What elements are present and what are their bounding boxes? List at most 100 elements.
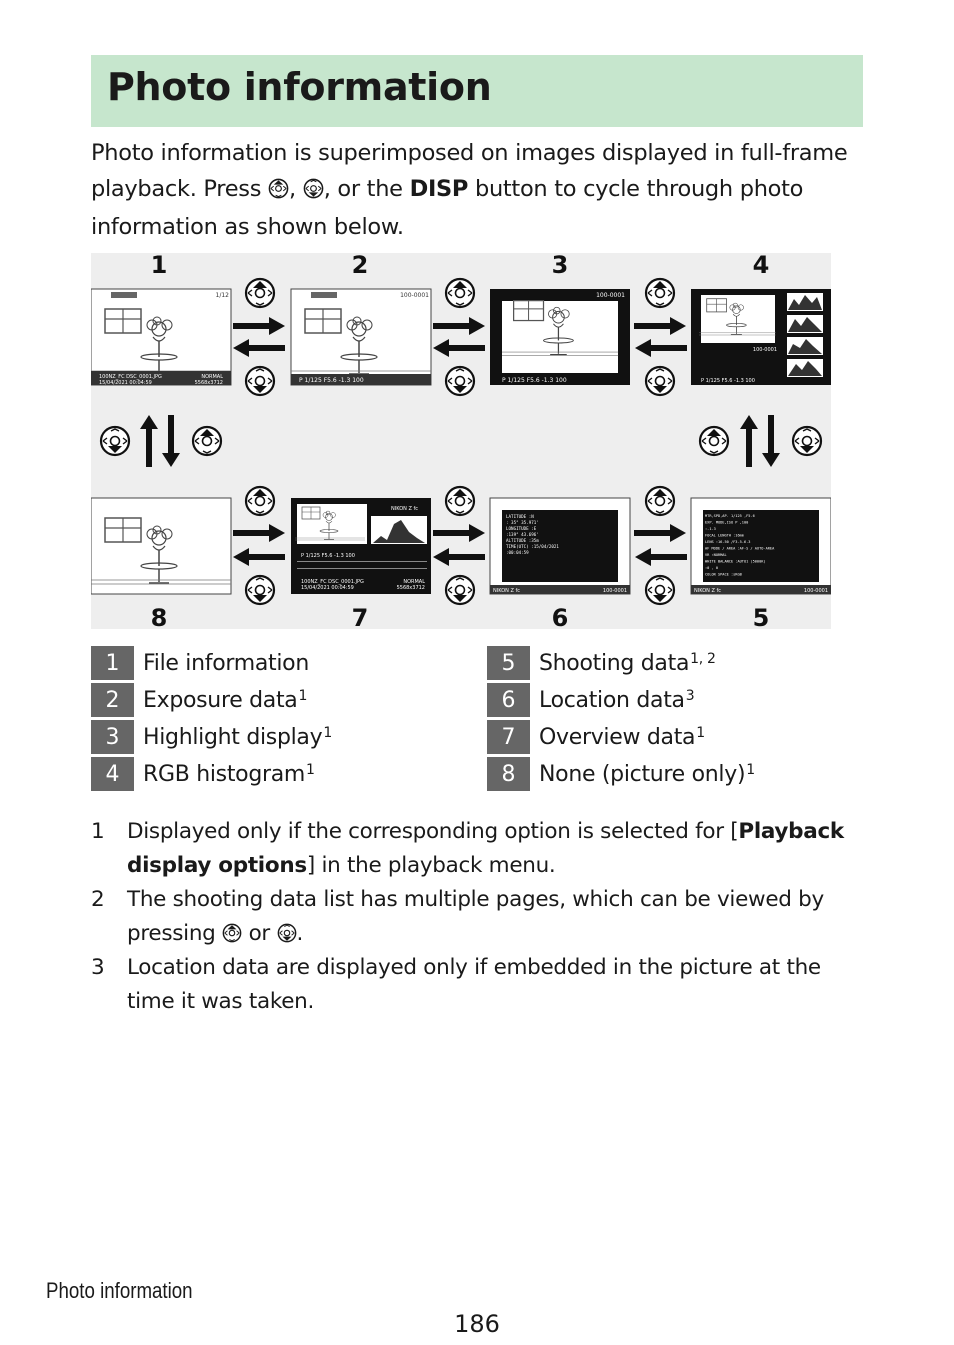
arrow-7-to-6 — [433, 524, 485, 542]
screen-text-line: FOCAL LENGTH :16mm — [705, 534, 744, 538]
screen-1-file-info: 1/12 100NZ_FC DSC_0001.JPG 15/04/2021 00… — [91, 288, 232, 386]
intro-text-2: , — [288, 175, 303, 202]
footnote-text: . — [296, 921, 304, 946]
multi-selector-down-icon — [791, 425, 823, 457]
legend-number: 4 — [91, 757, 134, 791]
legend-footnote-ref: 1 — [746, 761, 755, 778]
multi-selector-down-icon — [244, 574, 276, 606]
footnote-number: 2 — [91, 887, 105, 912]
legend-item: 1 File information — [91, 646, 310, 680]
multi-selector-up-icon — [244, 277, 276, 309]
multi-selector-down-icon — [444, 365, 476, 397]
multi-selector-down-icon — [444, 574, 476, 606]
multi-selector-up-icon — [191, 425, 223, 457]
screen-number-1: 1 — [151, 253, 168, 279]
footnote-number: 1 — [91, 819, 105, 844]
screen-4-rgb-histogram: 100-0001 P 1/125 F5.6 -1.3 100 — [691, 289, 831, 385]
footnote-1: 1 Displayed only if the corresponding op… — [91, 815, 866, 883]
s2-exposure: P 1/125 F5.6 -1.3 100 — [299, 377, 364, 384]
screen-text-line: TIME(UTC) :15/04/2021 — [506, 544, 559, 549]
legend-footnote-ref: 1 — [306, 761, 315, 778]
playback-display-options-link: Playback display options — [127, 819, 844, 878]
s6-camera: NIKON Z fc — [493, 588, 520, 594]
legend-label: Location data — [539, 687, 685, 713]
multi-selector-down-icon — [277, 920, 297, 954]
legend-number: 3 — [91, 720, 134, 754]
footnote-3: 3 Location data are displayed only if em… — [91, 951, 866, 1019]
screen-number-4: 4 — [753, 253, 770, 279]
footnote-text: Displayed only if the corresponding opti… — [127, 819, 739, 844]
s2-folder: 100-0001 — [400, 292, 429, 299]
screen-7-overview: NIKON Z fc P 1/125 F5.6 -1.3 100 100NZ_F… — [291, 498, 431, 594]
footer-section-title: Photo information — [46, 1278, 193, 1303]
intro-paragraph: Photo information is superimposed on ima… — [91, 136, 861, 246]
screen-number-3: 3 — [552, 253, 569, 279]
s7-size: 5568x3712 — [397, 585, 425, 591]
arrow-7-to-8 — [233, 548, 285, 566]
screen-number-6: 6 — [552, 604, 569, 629]
arrow-2-to-1 — [233, 339, 285, 357]
arrow-5-to-4 — [740, 415, 758, 467]
multi-selector-down-icon — [303, 175, 324, 211]
arrow-1-to-2 — [233, 317, 285, 335]
legend-label: None (picture only) — [539, 761, 746, 787]
multi-selector-down-icon — [99, 425, 131, 457]
s1-frame-count: 1/12 — [216, 292, 230, 299]
s3-folder: 100-0001 — [596, 292, 625, 299]
s6-location-lines: LATITUDE :N : 35° 35.971'LONGITUDE :E :1… — [506, 514, 559, 555]
s1-date: 15/04/2021 00:04:59 — [99, 380, 152, 386]
s7-filename: 100NZ_FC DSC_0001.JPG — [301, 579, 364, 585]
s3-exposure: P 1/125 F5.6 -1.3 100 — [502, 377, 567, 384]
footnote-number: 3 — [91, 955, 105, 980]
screen-text-line: EXP. MODE,ISO P ,100 — [705, 521, 748, 525]
screen-text-line: COLOR SPACE :sRGB — [705, 573, 742, 577]
arrow-4-to-3 — [635, 339, 687, 357]
screen-text-line: :-1.3 — [705, 527, 716, 531]
footnote-text: The shooting data list has multiple page… — [127, 887, 824, 946]
s1-filename: 100NZ_FC DSC_0001.JPG — [99, 374, 162, 380]
screen-2-exposure: 100-0001 P 1/125 F5.6 -1.3 100 — [290, 288, 432, 386]
legend-number: 2 — [91, 683, 134, 717]
intro-text-4: button to cycle through photo informatio… — [91, 175, 804, 241]
screen-text-line: LATITUDE :N — [506, 514, 534, 519]
footnote-2: 2 The shooting data list has multiple pa… — [91, 883, 866, 954]
footnote-text: or — [242, 921, 277, 946]
multi-selector-up-icon — [222, 920, 242, 954]
multi-selector-down-icon — [244, 365, 276, 397]
s6-folder: 100-0001 — [603, 588, 627, 594]
s4-folder: 100-0001 — [753, 347, 777, 353]
screen-text-line: : 35° 35.971' — [506, 520, 539, 525]
arrow-2-to-3 — [433, 317, 485, 335]
screen-3-highlights: 100-0001 P 1/125 F5.6 -1.3 100 — [490, 289, 630, 385]
multi-selector-up-icon — [444, 485, 476, 517]
arrow-5-to-6 — [635, 548, 687, 566]
s1-size: 5568x3712 — [195, 380, 223, 386]
arrow-6-to-5 — [634, 524, 686, 542]
legend-number: 6 — [487, 683, 530, 717]
legend-label: File information — [143, 650, 309, 676]
s7-exposure: P 1/125 F5.6 -1.3 100 — [301, 553, 355, 559]
screen-text-line: MTR,SPD,AP. 1/125 ,F5.6 — [705, 514, 755, 518]
s1-quality: NORMAL — [201, 374, 223, 380]
multi-selector-up-icon — [698, 425, 730, 457]
arrow-4-to-5 — [762, 415, 780, 467]
page-title: Photo information — [107, 65, 492, 109]
screen-text-line: :139° 43.696' — [506, 532, 539, 537]
screen-8-picture-only — [91, 497, 232, 595]
multi-selector-down-icon — [644, 574, 676, 606]
s4-exposure: P 1/125 F5.6 -1.3 100 — [701, 378, 755, 384]
legend-label: Exposure data — [143, 687, 298, 713]
legend-number: 1 — [91, 646, 134, 680]
screen-number-5: 5 — [753, 604, 770, 629]
screen-text-line: :0 , 0 — [705, 566, 718, 570]
arrow-1-to-8 — [162, 415, 180, 467]
intro-text-3: , or the — [323, 175, 410, 202]
screen-text-line: :00:04:59 — [506, 550, 529, 555]
footnote-text: Location data are displayed only if embe… — [127, 955, 821, 1014]
s5-folder: 100-0001 — [804, 588, 828, 594]
